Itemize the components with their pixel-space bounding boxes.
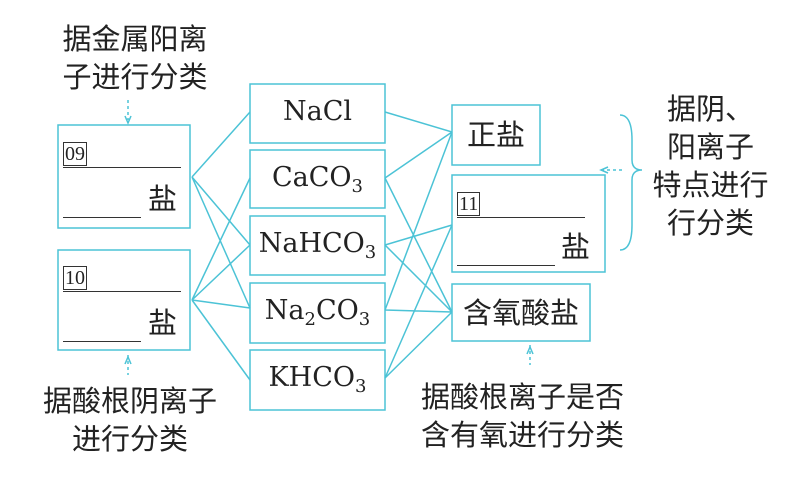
salt-na2co3: Na2CO3 [264,295,371,330]
box-11 [451,174,606,273]
blank-number-10: 10 [63,266,87,290]
salt-khco3: KHCO3 [268,362,367,397]
answer-blank-11b [457,240,555,266]
answer-blank-10b [63,316,141,342]
brace [619,114,643,251]
salt-suffix: 盐 [147,182,177,216]
box-10 [57,249,191,351]
answer-blank-09b [63,192,141,218]
box-na2co3 [249,282,386,344]
answer-blank-10[interactable] [63,266,181,292]
box-nacl [249,83,386,144]
label-top-left: 据金属阳离子进行分类 [62,22,208,94]
salt-nacl: NaCl [282,96,353,127]
answer-blank-11[interactable] [457,192,585,218]
label-bottom-left: 据酸根阴离子进行分类 [42,384,217,456]
normal-salt-label: 正盐 [466,118,525,152]
salt-nahco3: NaHCO3 [258,228,377,263]
box-normal-salt [451,104,541,166]
blank-number-09: 09 [63,142,87,166]
salt-caco3: CaCO3 [271,162,363,197]
answer-blank-09[interactable] [63,142,181,168]
oxy-salt-label: 含氧酸盐 [462,296,579,330]
box-09 [57,124,191,229]
blank-number-11: 11 [457,192,481,216]
label-bottom-right: 据酸根离子是否含有氧进行分类 [420,380,624,452]
salt-suffix: 盐 [147,306,177,340]
label-right: 据阴、阳离子特点进行行分类 [652,92,769,240]
salt-suffix: 盐 [560,230,590,264]
